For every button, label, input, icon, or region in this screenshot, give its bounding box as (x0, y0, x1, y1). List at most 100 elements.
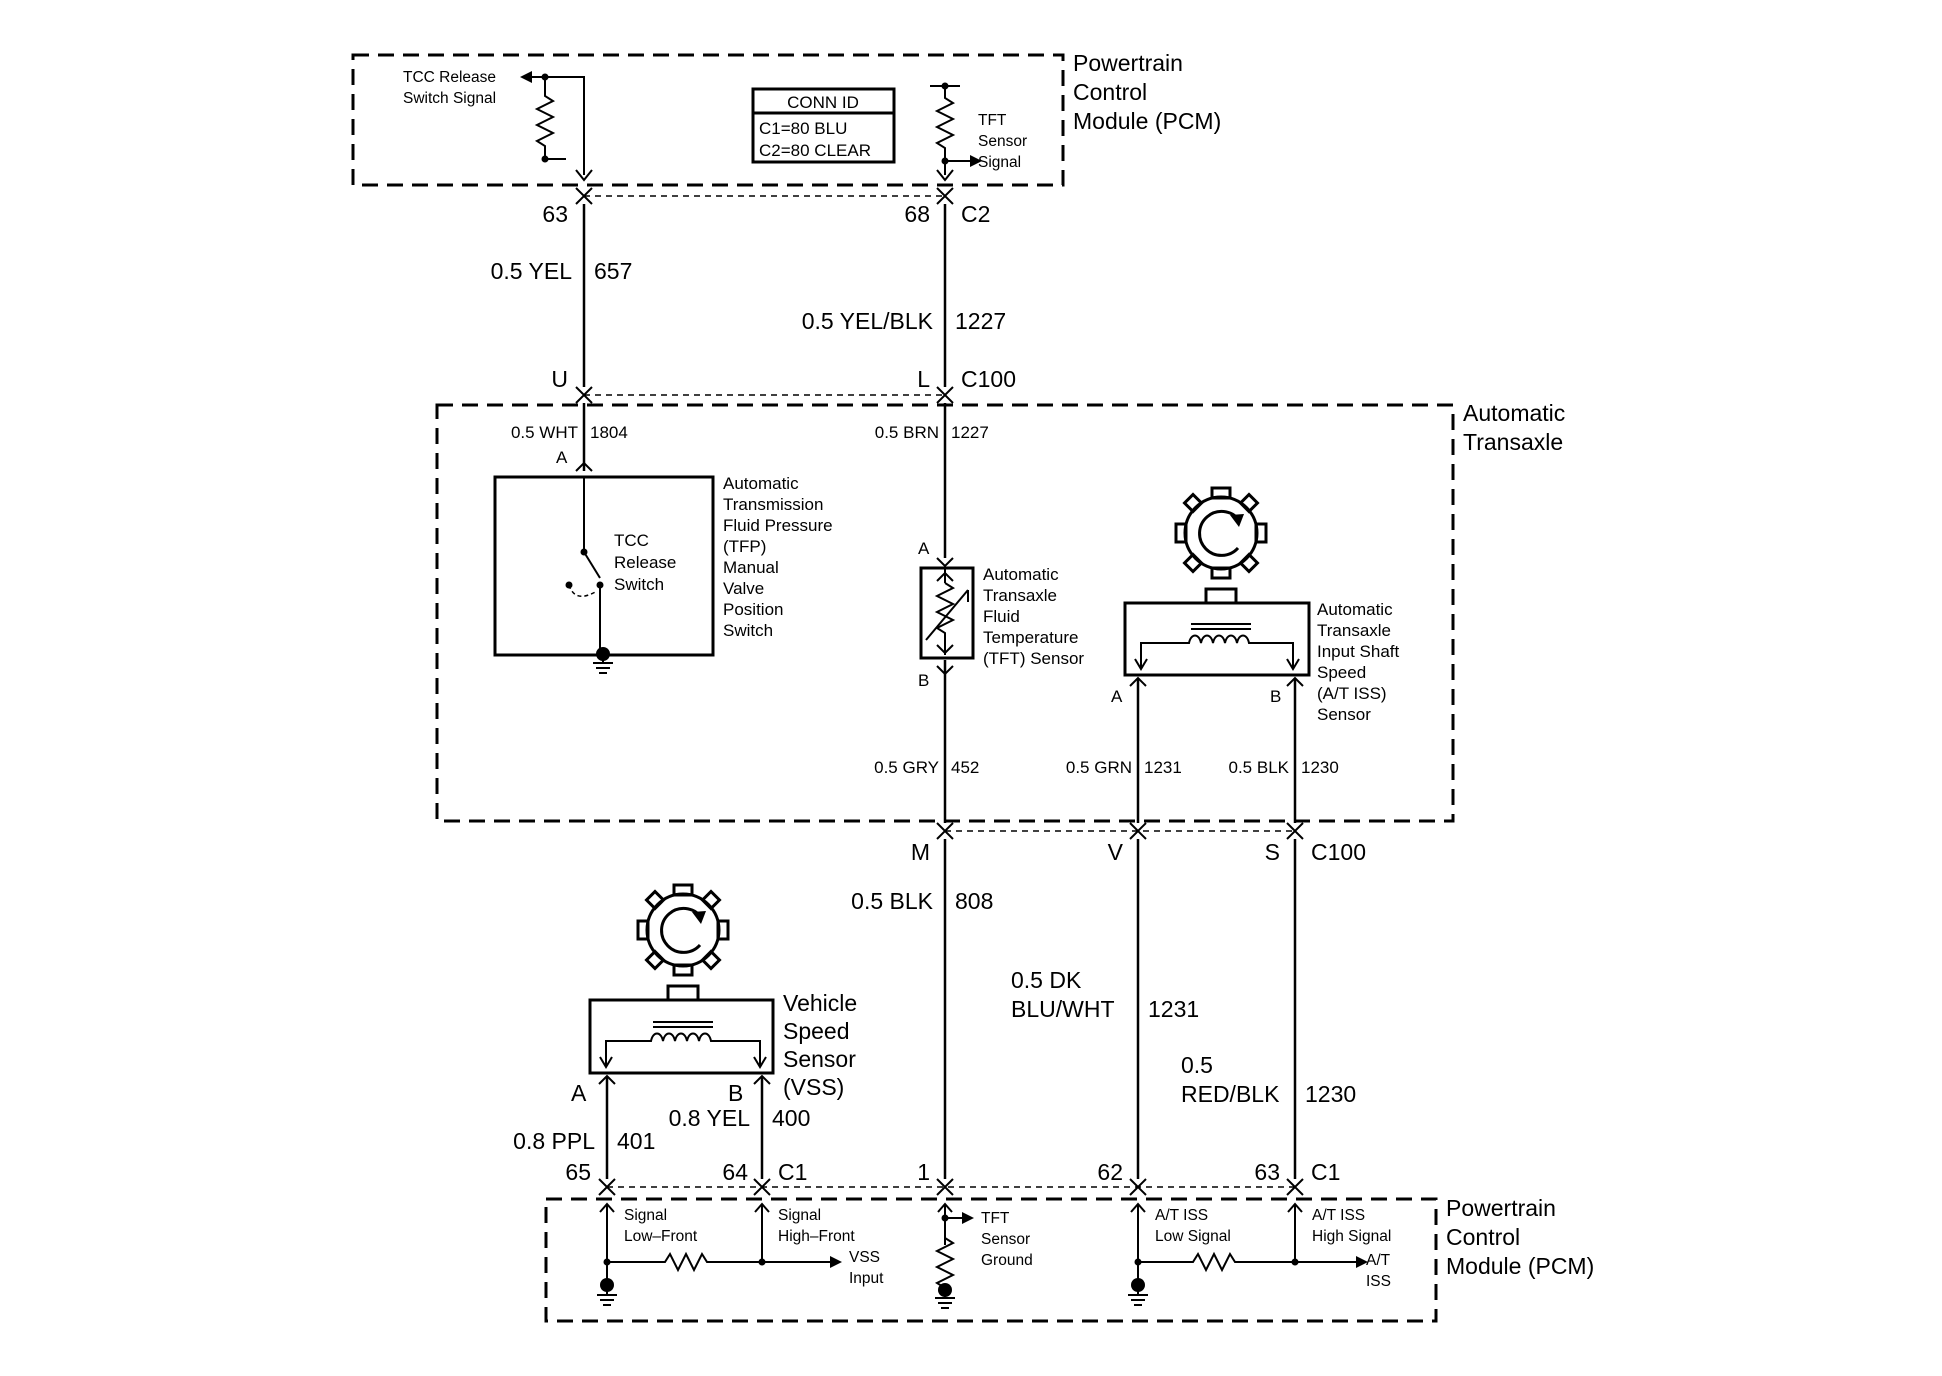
iss-input-resistor (1138, 1251, 1356, 1273)
vss-input-arrow (830, 1256, 842, 1268)
iss-input-arrow (1356, 1256, 1368, 1268)
wire-400-color: 0.8 YEL (669, 1105, 751, 1131)
conn-id-box: CONN ID C1=80 BLU C2=80 CLEAR (751, 87, 896, 164)
tft-ground-arrow (962, 1212, 974, 1224)
signal-low-front-label: Signal Low–Front (624, 1207, 698, 1245)
vss-pin-b: B (728, 1080, 743, 1106)
connector-c1-bottom: 65 64 C1 1 62 63 C1 (565, 1159, 1340, 1196)
tfp-pin-a: A (556, 448, 568, 467)
pin-63-top: 63 (542, 201, 568, 227)
wire-1230-redblk-circuit: 1230 (1305, 1081, 1356, 1107)
tft-signal-label: TFT Sensor Signal (978, 112, 1031, 171)
tcc-switch-blade (583, 551, 601, 579)
vss-sensor (588, 883, 775, 1085)
vss-label: Vehicle Speed Sensor (VSS) (783, 990, 864, 1100)
wire-1231-dkblu-color: 0.5 DK BLU/WHT (1011, 967, 1115, 1022)
tft-ground-resistor (934, 1237, 956, 1290)
pcm-pin-63: 63 (1254, 1159, 1280, 1185)
iss-input-circuit: A/T ISS Low Signal A/T ISS High Signal A… (1128, 1202, 1394, 1306)
iss-pin-a: A (1111, 687, 1123, 706)
tfp-label: Automatic Transmission Fluid Pressure (T… (723, 474, 837, 640)
pin-68-top: 68 (904, 201, 930, 227)
c100-pin-u: U (551, 366, 568, 392)
bottom-harness-wires: 0.5 BLK 808 0.5 DK BLU/WHT 1231 0.5 RED/… (851, 839, 1356, 1179)
pcm-top-module: Powertrain Control Module (PCM) TCC Rele… (351, 50, 1221, 187)
wire-657-color: 0.5 YEL (491, 258, 573, 284)
wire-452-circuit: 452 (951, 758, 979, 777)
tcc-signal-label: TCC Release Switch Signal (403, 69, 500, 107)
wire-1227-color: 0.5 YEL/BLK (802, 308, 934, 334)
wire-1227-circuit: 1227 (955, 308, 1006, 334)
tcc-pullup-resistor (534, 77, 556, 159)
conn-id-c2: C2=80 CLEAR (759, 141, 871, 160)
conn-id-title: CONN ID (787, 93, 859, 112)
connector-c2-label: C2 (961, 201, 990, 227)
vss-pin-a: A (571, 1080, 587, 1106)
iss-high-signal-label: A/T ISS High Signal (1312, 1207, 1391, 1245)
wire-1804-circuit: 1804 (590, 423, 628, 442)
c100-pin-v: V (1108, 839, 1124, 865)
wire-1804-color: 0.5 WHT (511, 423, 578, 442)
wire-401-color: 0.8 PPL (513, 1128, 595, 1154)
iss-pin-b: B (1270, 687, 1281, 706)
pcm-top-boundary (351, 53, 1065, 187)
wire-1231-dkblu-circuit: 1231 (1148, 996, 1199, 1022)
vss-input-circuit: Signal Low–Front Signal High–Front VSS I… (597, 1202, 884, 1306)
pin-68-receptacle-top (936, 169, 954, 182)
wire-1227-brn-circuit: 1227 (951, 423, 989, 442)
tft-pullup-resistor (934, 86, 956, 175)
tft-thermistor-slash (925, 589, 969, 641)
pcm-bottom-module: Powertrain Control Module (PCM) Signal L… (544, 1195, 1594, 1323)
tft-signal-circuit: TFT Sensor Signal (930, 82, 1031, 182)
tft-sensor-label: Automatic Transaxle Fluid Temperature (T… (983, 565, 1084, 668)
tft-signal-arrow (970, 155, 982, 167)
vss-input-label: VSS Input (849, 1249, 884, 1287)
pin-63-receptacle-top (575, 169, 593, 182)
iss-sensor (1123, 486, 1311, 687)
pcm-pin-65: 65 (565, 1159, 591, 1185)
tcc-pullup-node (541, 155, 549, 163)
connector-c2-top: 63 68 C2 (542, 187, 990, 227)
iss-output-label: A/T ISS (1366, 1252, 1394, 1290)
c100-top-label: C100 (961, 366, 1016, 392)
vss-reluctor-wheel-icon (636, 883, 730, 977)
wire-1230-redblk-color: 0.5 RED/BLK (1181, 1052, 1280, 1107)
tft-pin-b: B (918, 671, 929, 690)
c100-bottom-label: C100 (1311, 839, 1366, 865)
wire-1230-blk-color: 0.5 BLK (1229, 758, 1290, 777)
vss-input-resistor (607, 1251, 830, 1273)
wire-452-color: 0.5 GRY (874, 758, 939, 777)
wire-1230-blk-circuit: 1230 (1301, 758, 1339, 777)
pcm-pin-64: 64 (722, 1159, 748, 1185)
connector-c1-label-b: C1 (1311, 1159, 1340, 1185)
iss-reluctor-wheel-icon (1174, 486, 1268, 580)
conn-id-c1: C1=80 BLU (759, 119, 847, 138)
tft-ground-label: TFT Sensor Ground (981, 1210, 1034, 1269)
pcm-pin-62: 62 (1097, 1159, 1123, 1185)
wire-808-color: 0.5 BLK (851, 888, 933, 914)
signal-high-front-label: Signal High–Front (778, 1207, 855, 1245)
connector-c100-top: U L C100 (551, 366, 1016, 404)
wire-1231-grn-circuit: 1231 (1144, 758, 1182, 777)
tft-pin-a: A (918, 539, 930, 558)
wire-657-circuit: 657 (594, 258, 632, 284)
connector-c1-label-a: C1 (778, 1159, 807, 1185)
wire-401-circuit: 401 (617, 1128, 655, 1154)
top-harness-wires: 0.5 YEL 657 0.5 YEL/BLK 1227 (491, 204, 1006, 387)
transaxle-module: Automatic Transaxle 0.5 WHT 1804 A TCC (435, 400, 1572, 823)
transaxle-label: Automatic Transaxle (1463, 400, 1572, 455)
tfp-switch-assembly: TCC Release Switch (493, 475, 715, 674)
c100-pin-m: M (911, 839, 930, 865)
wire-1231-grn-color: 0.5 GRN (1066, 758, 1132, 777)
tcc-signal-arrow (520, 71, 532, 83)
wire-400-circuit: 400 (772, 1105, 810, 1131)
pcm-pin-1: 1 (917, 1159, 930, 1185)
pcm-bottom-label: Powertrain Control Module (PCM) (1446, 1195, 1594, 1279)
connector-c100-bottom: M V S C100 (911, 822, 1366, 865)
tcc-signal-circuit: TCC Release Switch Signal (403, 69, 593, 182)
pcm-bottom-boundary (544, 1197, 1438, 1323)
iss-sensor-label: Automatic Transaxle Input Shaft Speed (A… (1317, 600, 1404, 724)
tft-sensor (919, 566, 975, 660)
wire-808-circuit: 808 (955, 888, 993, 914)
